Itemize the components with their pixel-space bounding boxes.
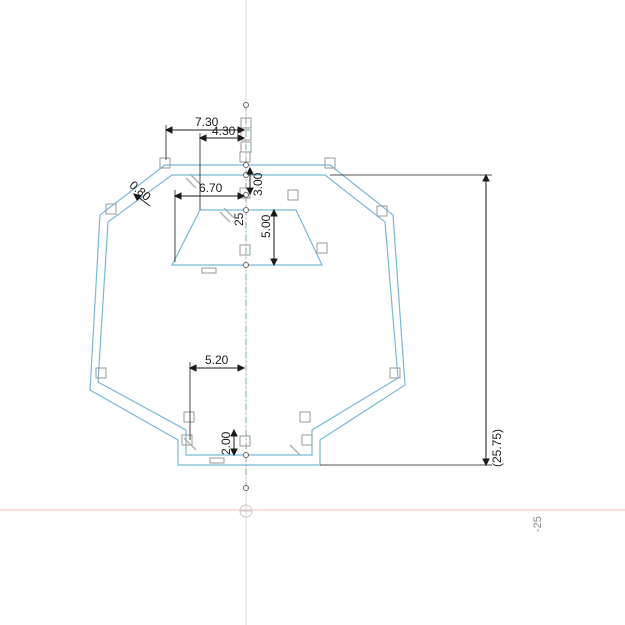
constraint-icon[interactable]: [201, 267, 217, 274]
parallel-marks: [183, 173, 301, 456]
constraint-icon[interactable]: [240, 129, 252, 141]
constraint-icon[interactable]: [159, 157, 171, 169]
constraint-icon[interactable]: [239, 435, 251, 447]
sketch-point[interactable]: [243, 192, 249, 198]
constraint-icon[interactable]: [287, 189, 299, 201]
sketch-point[interactable]: [243, 262, 249, 268]
constraint-icon[interactable]: [240, 117, 252, 129]
sketch-point[interactable]: [243, 452, 249, 458]
constraint-icon[interactable]: [105, 203, 117, 215]
sketch-points: [243, 102, 249, 491]
dim-text-7-30[interactable]: 7.30: [195, 115, 219, 129]
constraint-icon[interactable]: [183, 411, 195, 423]
dim-text-3-00[interactable]: 3.00: [251, 172, 265, 196]
dim-text-5-00[interactable]: 5.00: [259, 214, 273, 238]
dim-text-25[interactable]: 25: [232, 212, 246, 226]
constraint-icon[interactable]: [240, 141, 252, 153]
constraint-icon[interactable]: [316, 242, 328, 254]
origin-marker[interactable]: [239, 504, 253, 518]
sketch-point[interactable]: [243, 207, 249, 213]
axis-label-neg25: -25: [532, 516, 544, 532]
dim-text-4-30[interactable]: 4.30: [212, 124, 236, 138]
dim-text-6-70[interactable]: 6.70: [199, 181, 223, 195]
sketch-point[interactable]: [243, 102, 249, 108]
constraint-icon[interactable]: [181, 434, 193, 446]
constraint-icon[interactable]: [299, 411, 311, 423]
constraint-icon[interactable]: [376, 205, 388, 217]
constraint-icon[interactable]: [95, 367, 107, 379]
trapezoid-pocket[interactable]: [171, 209, 323, 266]
constraint-icons: [95, 117, 401, 464]
constraint-icon[interactable]: [324, 157, 336, 169]
constraint-icon[interactable]: [239, 151, 251, 163]
sketch-point[interactable]: [243, 162, 249, 168]
dim-text-2-00[interactable]: 2.00: [219, 431, 233, 455]
constraint-icon[interactable]: [301, 434, 313, 446]
dim-text-25-75[interactable]: (25.75): [490, 429, 504, 467]
dim-text-5-20[interactable]: 5.20: [205, 353, 229, 367]
constraint-icon[interactable]: [239, 244, 251, 256]
sketch-point[interactable]: [243, 485, 249, 491]
dim-text-0-80[interactable]: 0.80: [127, 178, 154, 204]
constraint-icon[interactable]: [389, 367, 401, 379]
inner-profile[interactable]: [97, 174, 399, 456]
constraint-icon[interactable]: [209, 457, 225, 464]
